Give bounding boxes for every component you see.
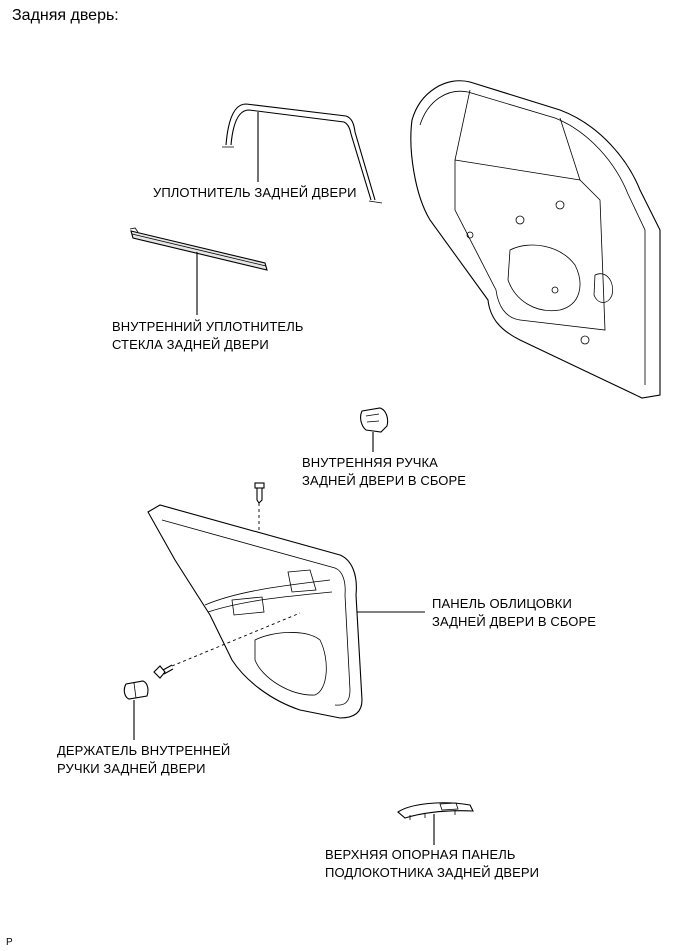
screw-bottom — [153, 664, 174, 679]
page-title: Задняя дверь: — [12, 7, 119, 24]
door-trim-panel — [147, 504, 363, 719]
label-glass-inner-weatherstrip: ВНУТРЕННИЙ УПЛОТНИТЕЛЬ СТЕКЛА ЗАДНЕЙ ДВЕ… — [112, 319, 304, 352]
dash-guide-bottom — [171, 612, 301, 667]
figure-code: P — [6, 937, 13, 948]
inner-handle-assembly — [360, 407, 389, 433]
label-inner-handle-holder: ДЕРЖАТЕЛЬ ВНУТРЕННЕЙ РУЧКИ ЗАДНЕЙ ДВЕРИ — [57, 743, 231, 776]
rear-door-weatherstrip — [222, 103, 383, 204]
label-door-trim-panel: ПАНЕЛЬ ОБЛИЦОВКИ ЗАДНЕЙ ДВЕРИ В СБОРЕ — [432, 596, 597, 629]
rear-door-body — [410, 80, 661, 399]
screw-top — [254, 482, 265, 504]
armrest-upper-panel — [397, 802, 474, 820]
label-inner-handle-assembly: ВНУТРЕННЯЯ РУЧКА ЗАДНЕЙ ДВЕРИ В СБОРЕ — [302, 455, 467, 488]
inner-handle-holder — [123, 680, 149, 700]
glass-inner-weatherstrip — [129, 227, 268, 271]
label-rear-door-weatherstrip: УПЛОТНИТЕЛЬ ЗАДНЕЙ ДВЕРИ — [153, 185, 357, 200]
label-armrest-upper-panel: ВЕРХНЯЯ ОПОРНАЯ ПАНЕЛЬ ПОДЛОКОТНИКА ЗАДН… — [325, 847, 540, 880]
